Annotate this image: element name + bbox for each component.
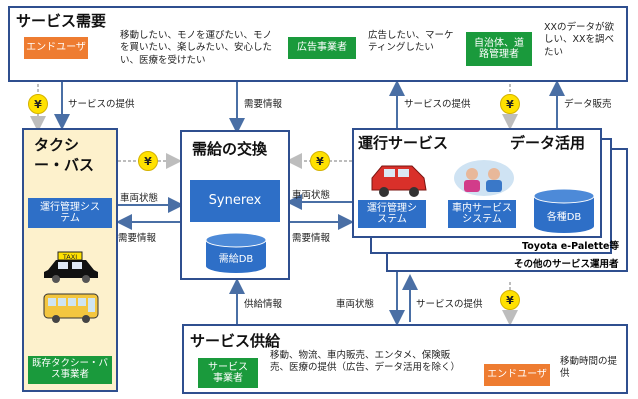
advertiser-needs: 広告したい、マーケティングしたい (368, 30, 454, 54)
palette-label: Toyota e-Palette等 (522, 241, 619, 252)
label-service-provide-top: サービスの提供 (404, 99, 471, 110)
service-panel: 運行サービス データ活用 運行管理システム 車内サービスシステム 各種DB (352, 128, 602, 238)
exchange-title: 需給の交換 (192, 140, 268, 158)
demand-db-label: 需給DB (218, 254, 254, 265)
in-vehicle-scene-icon (454, 160, 514, 196)
service-provider-tag: サービス事業者 (198, 358, 258, 388)
supply-title: サービス供給 (190, 332, 281, 350)
taxi-icon: TAXI (44, 251, 98, 283)
various-db-label: 各種DB (546, 212, 582, 223)
supply-end-user-desc: 移動時間の提供 (560, 356, 618, 380)
yen-coin-icon: ¥ (500, 290, 520, 310)
yen-coin-icon: ¥ (310, 151, 330, 171)
label-data-sales: データ販売 (564, 99, 612, 110)
label-demand-info-right: 需要情報 (292, 233, 331, 244)
taxi-ops-system: 運行管理システム (28, 198, 112, 228)
taxi-operator-tag: 既存タクシー・バス事業者 (28, 356, 112, 384)
label-demand-info-left: 需要情報 (118, 233, 157, 244)
demand-panel: サービス需要 エンドユーザ 移動したい、モノを運びたい、モノを買いたい、楽しみた… (8, 6, 628, 82)
taxi-sign-text: TAXI (62, 253, 77, 261)
label-demand-info-top: 需要情報 (244, 99, 283, 110)
various-db-icon (533, 188, 595, 233)
government-tag: 自治体、道路管理者 (466, 32, 532, 66)
end-user-tag: エンドユーザ (24, 37, 88, 59)
yen-coin-icon: ¥ (28, 94, 48, 114)
label-vehicle-state-bottom: 車両状態 (336, 299, 375, 310)
demand-db-icon (205, 232, 267, 273)
label-vehicle-state-left: 車両状態 (120, 193, 159, 204)
service-data-title: データ活用 (510, 134, 586, 152)
label-supply-info: 供給情報 (244, 299, 283, 310)
government-needs: XXのデータが欲しい、XXを調べたい (544, 22, 615, 58)
vehicle-icon (371, 165, 427, 197)
advertiser-tag: 広告事業者 (288, 37, 356, 59)
bus-icon (43, 293, 99, 323)
end-user-needs: 移動したい、モノを運びたい、モノを買いたい、楽しみたい、安心したい、医療を受けた… (120, 30, 273, 66)
in-vehicle-system: 車内サービスシステム (448, 200, 516, 228)
service-ops-title: 運行サービス (358, 134, 449, 152)
supply-end-user-tag: エンドユーザ (484, 364, 550, 386)
label-service-provide-left: サービスの提供 (68, 99, 135, 110)
taxi-bus-panel: タクシー・バス 運行管理システム TAXI 既存タクシー・バス事業者 (22, 128, 118, 392)
service-provider-desc: 移動、物流、車内販売、エンタメ、保険販売、医療の提供（広告、データ活用を除く） (270, 350, 461, 374)
label-service-provide-bottom: サービスの提供 (416, 299, 483, 310)
synerex-box: Synerex (190, 180, 280, 222)
supply-panel: サービス供給 サービス事業者 移動、物流、車内販売、エンタメ、保険販売、医療の提… (182, 324, 628, 394)
label-vehicle-state-right: 車両状態 (292, 190, 331, 201)
exchange-panel: 需給の交換 Synerex 需給DB (180, 130, 290, 280)
demand-title: サービス需要 (16, 12, 107, 30)
yen-coin-icon: ¥ (500, 94, 520, 114)
yen-coin-icon: ¥ (138, 151, 158, 171)
taxi-bus-title: タクシー・バス (34, 136, 95, 174)
other-operators-label: その他のサービス運用者 (514, 259, 619, 270)
service-ops-system: 運行管理システム (358, 200, 426, 228)
